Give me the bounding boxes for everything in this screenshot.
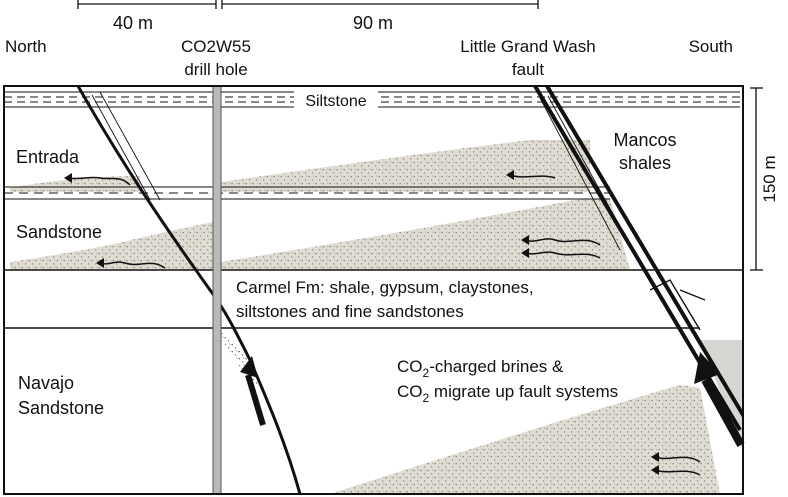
- navajo-label-line1: Navajo: [18, 373, 74, 393]
- mancos-label-line2: shales: [619, 153, 671, 173]
- fault-label-line2: fault: [512, 60, 544, 79]
- navajo-label-line2: Sandstone: [18, 398, 104, 418]
- entrada-label: Entrada: [16, 147, 80, 167]
- drill-hole: [213, 86, 221, 494]
- sandstone-label: Sandstone: [16, 222, 102, 242]
- co2-annotation-line2: CO2 migrate up fault systems: [397, 382, 618, 405]
- siltstone-label: Siltstone: [305, 93, 366, 110]
- south-label: South: [689, 37, 733, 56]
- co2-annotation-line1-b: -charged brines &: [429, 357, 564, 376]
- co2-annotation-line2-b: migrate up fault systems: [429, 382, 618, 401]
- drill-hole-label-line2: drill hole: [184, 60, 247, 79]
- scale-bar-90m: [222, 0, 538, 9]
- vertical-scale-label: 150 m: [760, 155, 779, 202]
- fault-label-line1: Little Grand Wash: [460, 37, 595, 56]
- co2-annotation-line1: CO2-charged brines &: [397, 357, 564, 380]
- drill-hole-label-line1: CO2W55: [181, 37, 251, 56]
- carmel-label-line2: siltstones and fine sandstones: [236, 302, 464, 321]
- mancos-label-line1: Mancos: [613, 130, 676, 150]
- scale-bar-40m: [78, 0, 216, 9]
- north-label: North: [5, 37, 47, 56]
- co2-annotation-line2-a: CO: [397, 382, 423, 401]
- scale-label-40m: 40 m: [113, 13, 153, 33]
- carmel-label-line1: Carmel Fm: shale, gypsum, claystones,: [236, 278, 534, 297]
- co2-annotation-line1-a: CO: [397, 357, 423, 376]
- scale-label-90m: 90 m: [353, 13, 393, 33]
